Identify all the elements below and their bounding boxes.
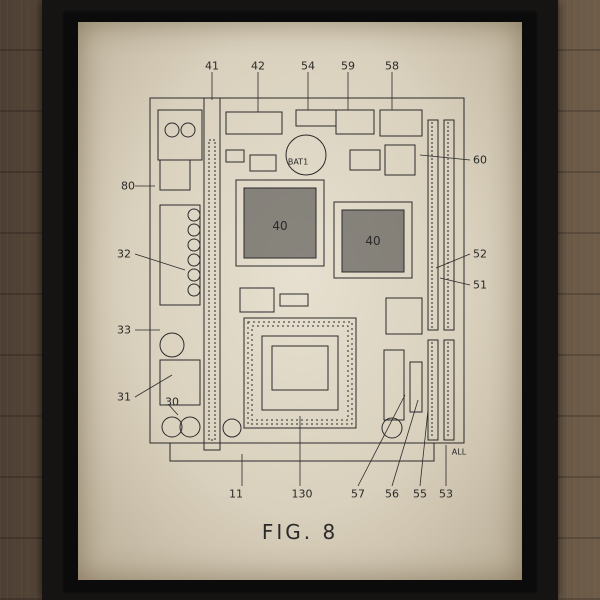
battery-circle [285, 134, 327, 176]
callout-80: 80 [121, 179, 135, 193]
right-header-4 [443, 339, 455, 441]
callout-52: 52 [473, 247, 487, 261]
left-header-strip [203, 97, 221, 451]
callout-41: 41 [205, 59, 219, 73]
callout-all: ALL [451, 447, 467, 457]
cpu1-mark: 40 [272, 219, 288, 233]
right-header-3 [427, 339, 439, 441]
cpu-socket-1 [235, 179, 325, 267]
callout-55: 55 [413, 487, 427, 501]
left-mid-block [159, 204, 201, 306]
callout-60: 60 [473, 153, 487, 167]
top-connector-58 [379, 109, 423, 137]
left-top-block [157, 109, 203, 161]
battery-mark: BAT1 [287, 157, 309, 167]
callout-31: 31 [117, 390, 131, 404]
cpu-socket-2 [333, 201, 413, 279]
callout-51: 51 [473, 278, 487, 292]
vintage-paper [78, 22, 522, 580]
callout-56: 56 [385, 487, 399, 501]
board-outline [149, 97, 465, 444]
right-header-2 [443, 119, 455, 331]
top-connector-59 [335, 109, 375, 135]
top-connector-54 [295, 109, 337, 127]
callout-42: 42 [251, 59, 265, 73]
figure-caption: FIG. 8 [261, 520, 339, 544]
board-bottom-tab [169, 442, 435, 462]
right-header-1 [427, 119, 439, 331]
cpu2-mark: 40 [365, 234, 381, 248]
socket-130 [243, 317, 357, 429]
callout-54: 54 [301, 59, 315, 73]
callout-59: 59 [341, 59, 355, 73]
top-connector-42 [225, 111, 283, 135]
callout-57: 57 [351, 487, 365, 501]
callout-130: 130 [291, 487, 313, 501]
callout-32: 32 [117, 247, 131, 261]
small-chip [385, 297, 423, 335]
callout-58: 58 [385, 59, 399, 73]
callout-53: 53 [439, 487, 453, 501]
callout-11: 11 [229, 487, 243, 501]
callout-33: 33 [117, 323, 131, 337]
callout-30: 30 [165, 395, 179, 409]
